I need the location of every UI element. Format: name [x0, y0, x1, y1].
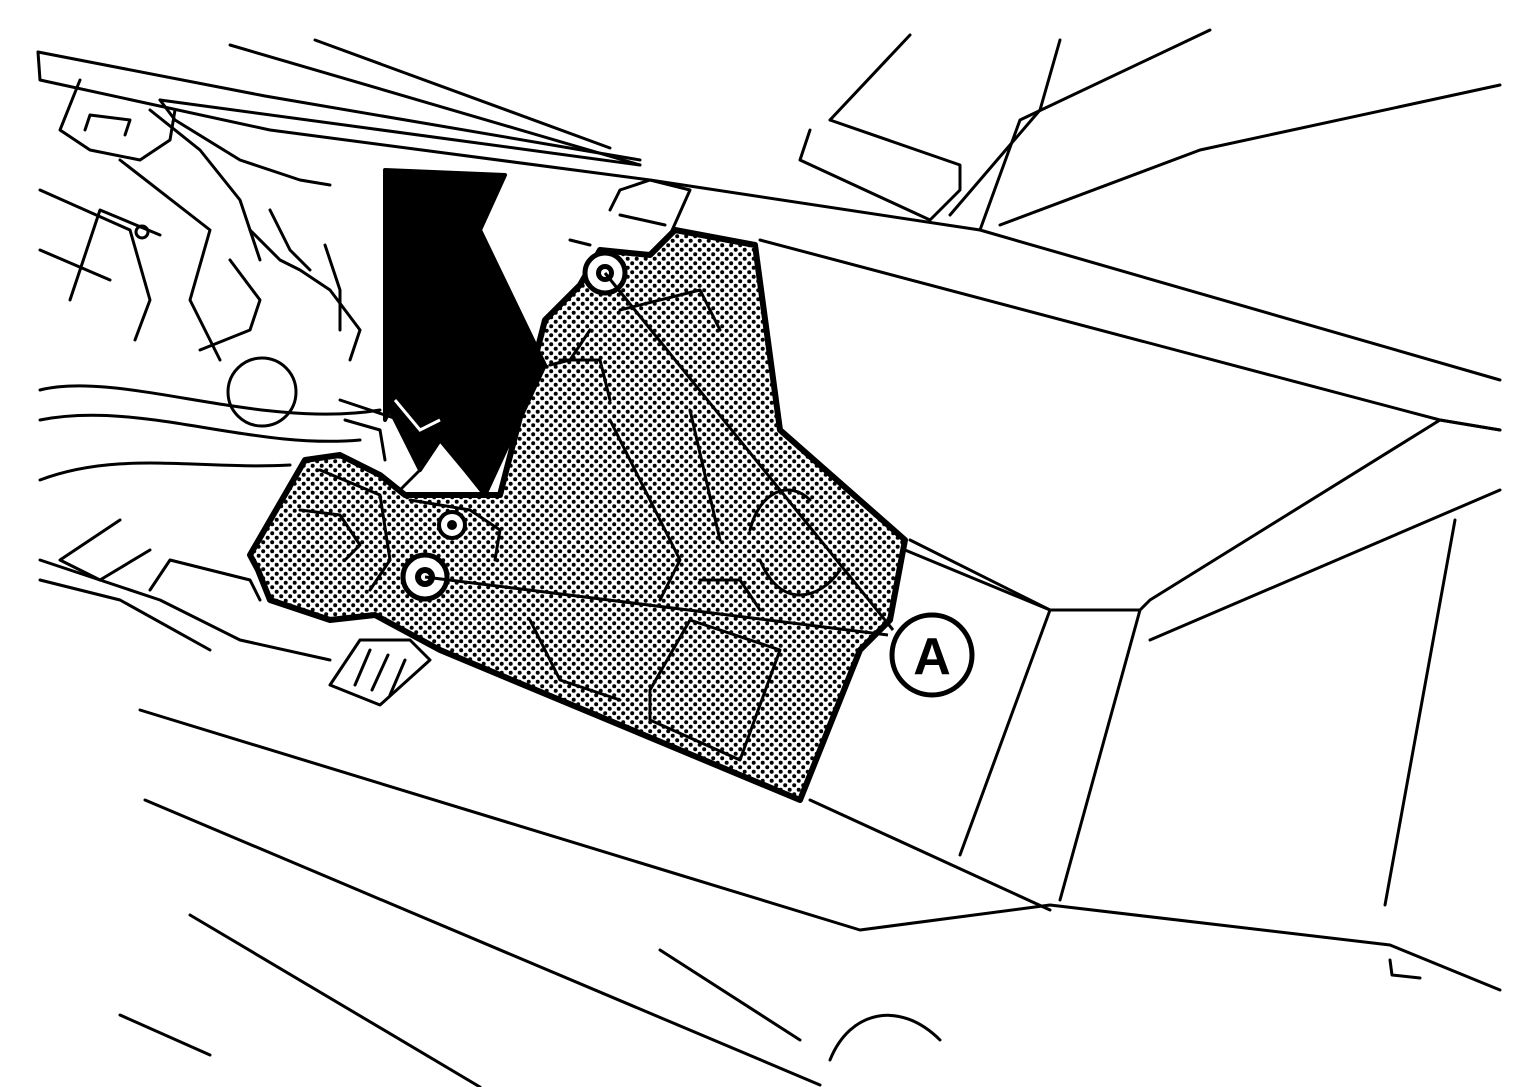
callout-a: A — [889, 612, 975, 698]
background-structure — [36, 28, 1502, 1087]
callout-leader-lines — [424, 272, 895, 637]
left-bracket-details — [38, 78, 692, 707]
screw-icon — [437, 510, 467, 540]
callout-label: A — [913, 628, 951, 686]
callout-circle — [889, 612, 975, 698]
arrow-up-icon — [383, 168, 547, 497]
component-housing — [247, 227, 908, 803]
highlighted-component — [247, 227, 908, 803]
